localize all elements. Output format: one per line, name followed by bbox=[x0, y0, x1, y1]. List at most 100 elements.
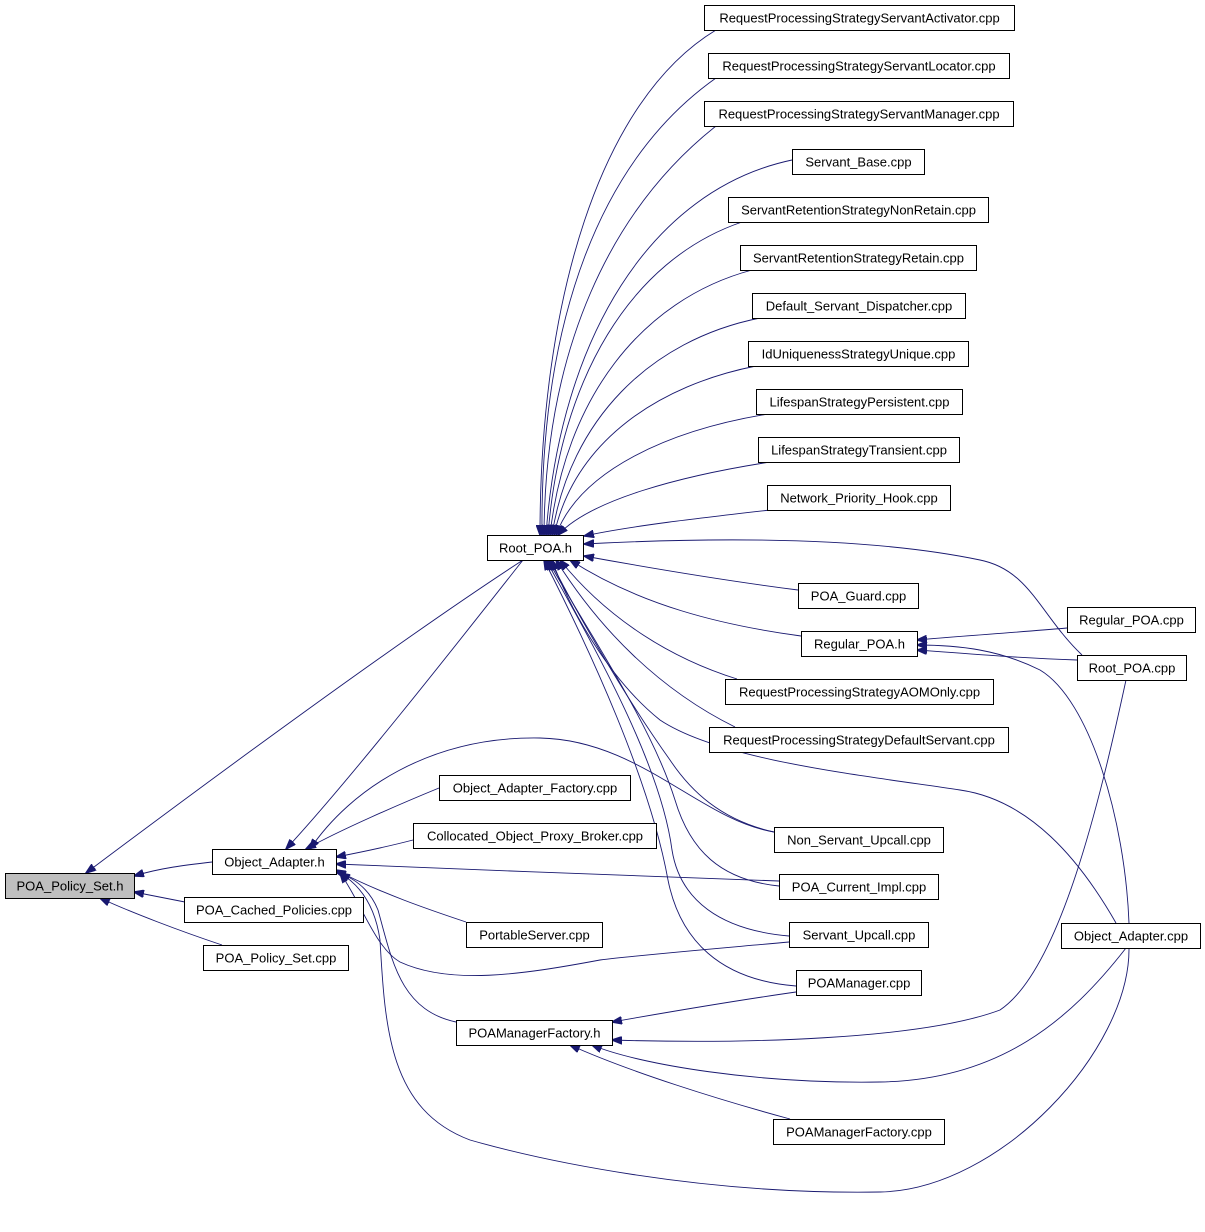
node-label: Regular_POA.h bbox=[814, 637, 905, 652]
edge-non-servant-upcall-cpp-to-object-adapter-h bbox=[310, 737, 775, 849]
edge-lifespan-transient-cpp-to-root-poa-h bbox=[558, 461, 771, 535]
node-poa-policy-set-cpp[interactable]: POA_Policy_Set.cpp bbox=[203, 945, 349, 971]
edge-root-poa-h-to-object-adapter-h bbox=[286, 559, 524, 849]
node-root-poa-cpp[interactable]: Root_POA.cpp bbox=[1077, 655, 1187, 681]
node-box bbox=[758, 437, 960, 463]
node-label: POAManagerFactory.cpp bbox=[786, 1125, 932, 1140]
node-label: Non_Servant_Upcall.cpp bbox=[787, 833, 931, 848]
edge-collocated-object-proxy-broker-cpp-to-object-adapter-h bbox=[336, 839, 414, 857]
edge-lifespan-persistent-cpp-to-root-poa-h bbox=[556, 413, 769, 535]
edge-root-poa-cpp-to-poamanagerfactory-h bbox=[612, 679, 1127, 1041]
node-rps-servant-manager-cpp[interactable]: RequestProcessingStrategyServantManager.… bbox=[704, 101, 1014, 127]
node-rps-servant-locator-cpp[interactable]: RequestProcessingStrategyServantLocator.… bbox=[708, 53, 1010, 79]
node-regular-poa-cpp[interactable]: Regular_POA.cpp bbox=[1067, 607, 1196, 633]
node-box bbox=[708, 53, 1010, 79]
node-label: RequestProcessingStrategyAOMOnly.cpp bbox=[739, 685, 980, 700]
edge-object-adapter-cpp-to-root-poa-h bbox=[552, 560, 1117, 924]
node-box bbox=[203, 945, 349, 971]
node-poa-policy-set-h: POA_Policy_Set.h bbox=[5, 873, 135, 899]
node-network-priority-hook-cpp[interactable]: Network_Priority_Hook.cpp bbox=[767, 485, 951, 511]
edge-rps-aomonly-cpp-to-root-poa-h bbox=[560, 560, 738, 680]
edge-servant-upcall-cpp-to-object-adapter-h bbox=[340, 873, 790, 977]
node-label: RequestProcessingStrategyServantManager.… bbox=[718, 107, 999, 122]
node-label: POAManagerFactory.h bbox=[469, 1026, 601, 1041]
node-label: LifespanStrategyPersistent.cpp bbox=[770, 395, 950, 410]
nodes-layer: POA_Policy_Set.h Object_Adapter.hPOA_Cach… bbox=[5, 5, 1201, 1145]
node-box bbox=[487, 535, 584, 561]
node-object-adapter-factory-cpp[interactable]: Object_Adapter_Factory.cpp bbox=[439, 775, 631, 801]
node-object-adapter-h[interactable]: Object_Adapter.h bbox=[212, 849, 337, 875]
node-box bbox=[789, 922, 929, 948]
node-poamanager-cpp[interactable]: POAManager.cpp bbox=[796, 970, 922, 996]
edge-id-uniqueness-unique-cpp-to-root-poa-h bbox=[554, 365, 757, 535]
node-box bbox=[792, 149, 925, 175]
node-default-servant-dispatcher-cpp[interactable]: Default_Servant_Dispatcher.cpp bbox=[752, 293, 966, 319]
node-label: Servant_Base.cpp bbox=[805, 155, 911, 170]
node-label: Object_Adapter_Factory.cpp bbox=[453, 781, 618, 796]
node-box bbox=[801, 631, 918, 657]
node-label: RequestProcessingStrategyServantActivato… bbox=[719, 11, 999, 26]
node-label: POA_Guard.cpp bbox=[811, 589, 906, 604]
edge-rps-servant-locator-cpp-to-root-poa-h bbox=[542, 77, 717, 535]
node-rps-servant-activator-cpp[interactable]: RequestProcessingStrategyServantActivato… bbox=[704, 5, 1015, 31]
node-poa-guard-cpp[interactable]: POA_Guard.cpp bbox=[798, 583, 919, 609]
node-poamanagerfactory-h[interactable]: POAManagerFactory.h bbox=[456, 1020, 613, 1046]
node-srs-nonretain-cpp[interactable]: ServantRetentionStrategyNonRetain.cpp bbox=[728, 197, 989, 223]
edges-layer bbox=[86, 29, 1130, 1193]
edge-srs-retain-cpp-to-root-poa-h bbox=[550, 269, 753, 535]
edge-poa-current-impl-cpp-to-object-adapter-h bbox=[336, 864, 780, 882]
node-root-poa-h[interactable]: Root_POA.h bbox=[487, 535, 584, 561]
node-servant-base-cpp[interactable]: Servant_Base.cpp bbox=[792, 149, 925, 175]
node-id-uniqueness-unique-cpp[interactable]: IdUniquenessStrategyUnique.cpp bbox=[748, 341, 969, 367]
edge-object-adapter-cpp-to-object-adapter-h bbox=[340, 873, 1130, 1193]
node-portableserver-cpp[interactable]: PortableServer.cpp bbox=[466, 922, 603, 948]
edge-poamanagerfactory-cpp-to-poamanagerfactory-h bbox=[570, 1045, 791, 1120]
node-label: Root_POA.cpp bbox=[1089, 661, 1176, 676]
node-non-servant-upcall-cpp[interactable]: Non_Servant_Upcall.cpp bbox=[774, 827, 944, 853]
node-rps-aomonly-cpp[interactable]: RequestProcessingStrategyAOMOnly.cpp bbox=[725, 679, 994, 705]
node-label: Regular_POA.cpp bbox=[1079, 613, 1184, 628]
node-srs-retain-cpp[interactable]: ServantRetentionStrategyRetain.cpp bbox=[740, 245, 977, 271]
node-object-adapter-cpp[interactable]: Object_Adapter.cpp bbox=[1061, 923, 1201, 949]
node-box bbox=[709, 727, 1009, 753]
node-box bbox=[725, 679, 994, 705]
node-label: Network_Priority_Hook.cpp bbox=[780, 491, 938, 506]
node-rps-default-servant-cpp[interactable]: RequestProcessingStrategyDefaultServant.… bbox=[709, 727, 1009, 753]
node-lifespan-persistent-cpp[interactable]: LifespanStrategyPersistent.cpp bbox=[756, 389, 963, 415]
node-label: PortableServer.cpp bbox=[479, 928, 590, 943]
edge-poa-guard-cpp-to-root-poa-h bbox=[584, 556, 799, 591]
node-label: RequestProcessingStrategyDefaultServant.… bbox=[723, 733, 995, 748]
node-box bbox=[796, 970, 922, 996]
node-box bbox=[1077, 655, 1187, 681]
node-box bbox=[748, 341, 969, 367]
node-box bbox=[752, 293, 966, 319]
node-servant-upcall-cpp[interactable]: Servant_Upcall.cpp bbox=[789, 922, 929, 948]
edge-poa-policy-set-cpp-to-poa-policy-set-h bbox=[100, 898, 223, 946]
node-poa-current-impl-cpp[interactable]: POA_Current_Impl.cpp bbox=[779, 874, 939, 900]
node-box bbox=[413, 823, 657, 849]
node-label: POA_Policy_Set.cpp bbox=[216, 951, 337, 966]
node-box bbox=[439, 775, 631, 801]
node-box bbox=[740, 245, 977, 271]
node-poa-cached-policies-cpp[interactable]: POA_Cached_Policies.cpp bbox=[184, 897, 364, 923]
edge-poa-cached-policies-cpp-to-poa-policy-set-h bbox=[134, 892, 191, 904]
edge-regular-poa-h-to-root-poa-h bbox=[570, 560, 802, 637]
node-label: POA_Current_Impl.cpp bbox=[792, 880, 926, 895]
node-box bbox=[798, 583, 919, 609]
node-box bbox=[779, 874, 939, 900]
node-collocated-object-proxy-broker-cpp[interactable]: Collocated_Object_Proxy_Broker.cpp bbox=[413, 823, 657, 849]
node-regular-poa-h[interactable]: Regular_POA.h bbox=[801, 631, 918, 657]
edge-poamanagerfactory-h-to-object-adapter-h bbox=[336, 872, 457, 1023]
edge-poamanager-cpp-to-root-poa-h bbox=[544, 560, 797, 987]
edge-root-poa-cpp-to-root-poa-h bbox=[584, 539, 1083, 656]
node-poamanagerfactory-cpp[interactable]: POAManagerFactory.cpp bbox=[773, 1119, 945, 1145]
edge-servant-upcall-cpp-to-root-poa-h bbox=[546, 560, 790, 937]
edge-poamanager-cpp-to-poamanagerfactory-h bbox=[612, 991, 797, 1022]
node-lifespan-transient-cpp[interactable]: LifespanStrategyTransient.cpp bbox=[758, 437, 960, 463]
edge-srs-nonretain-cpp-to-root-poa-h bbox=[548, 221, 743, 535]
node-box bbox=[773, 1119, 945, 1145]
edge-root-poa-cpp-to-regular-poa-h bbox=[917, 650, 1078, 661]
node-box bbox=[212, 849, 337, 875]
edge-portableserver-cpp-to-object-adapter-h bbox=[336, 870, 467, 923]
node-box bbox=[1061, 923, 1201, 949]
